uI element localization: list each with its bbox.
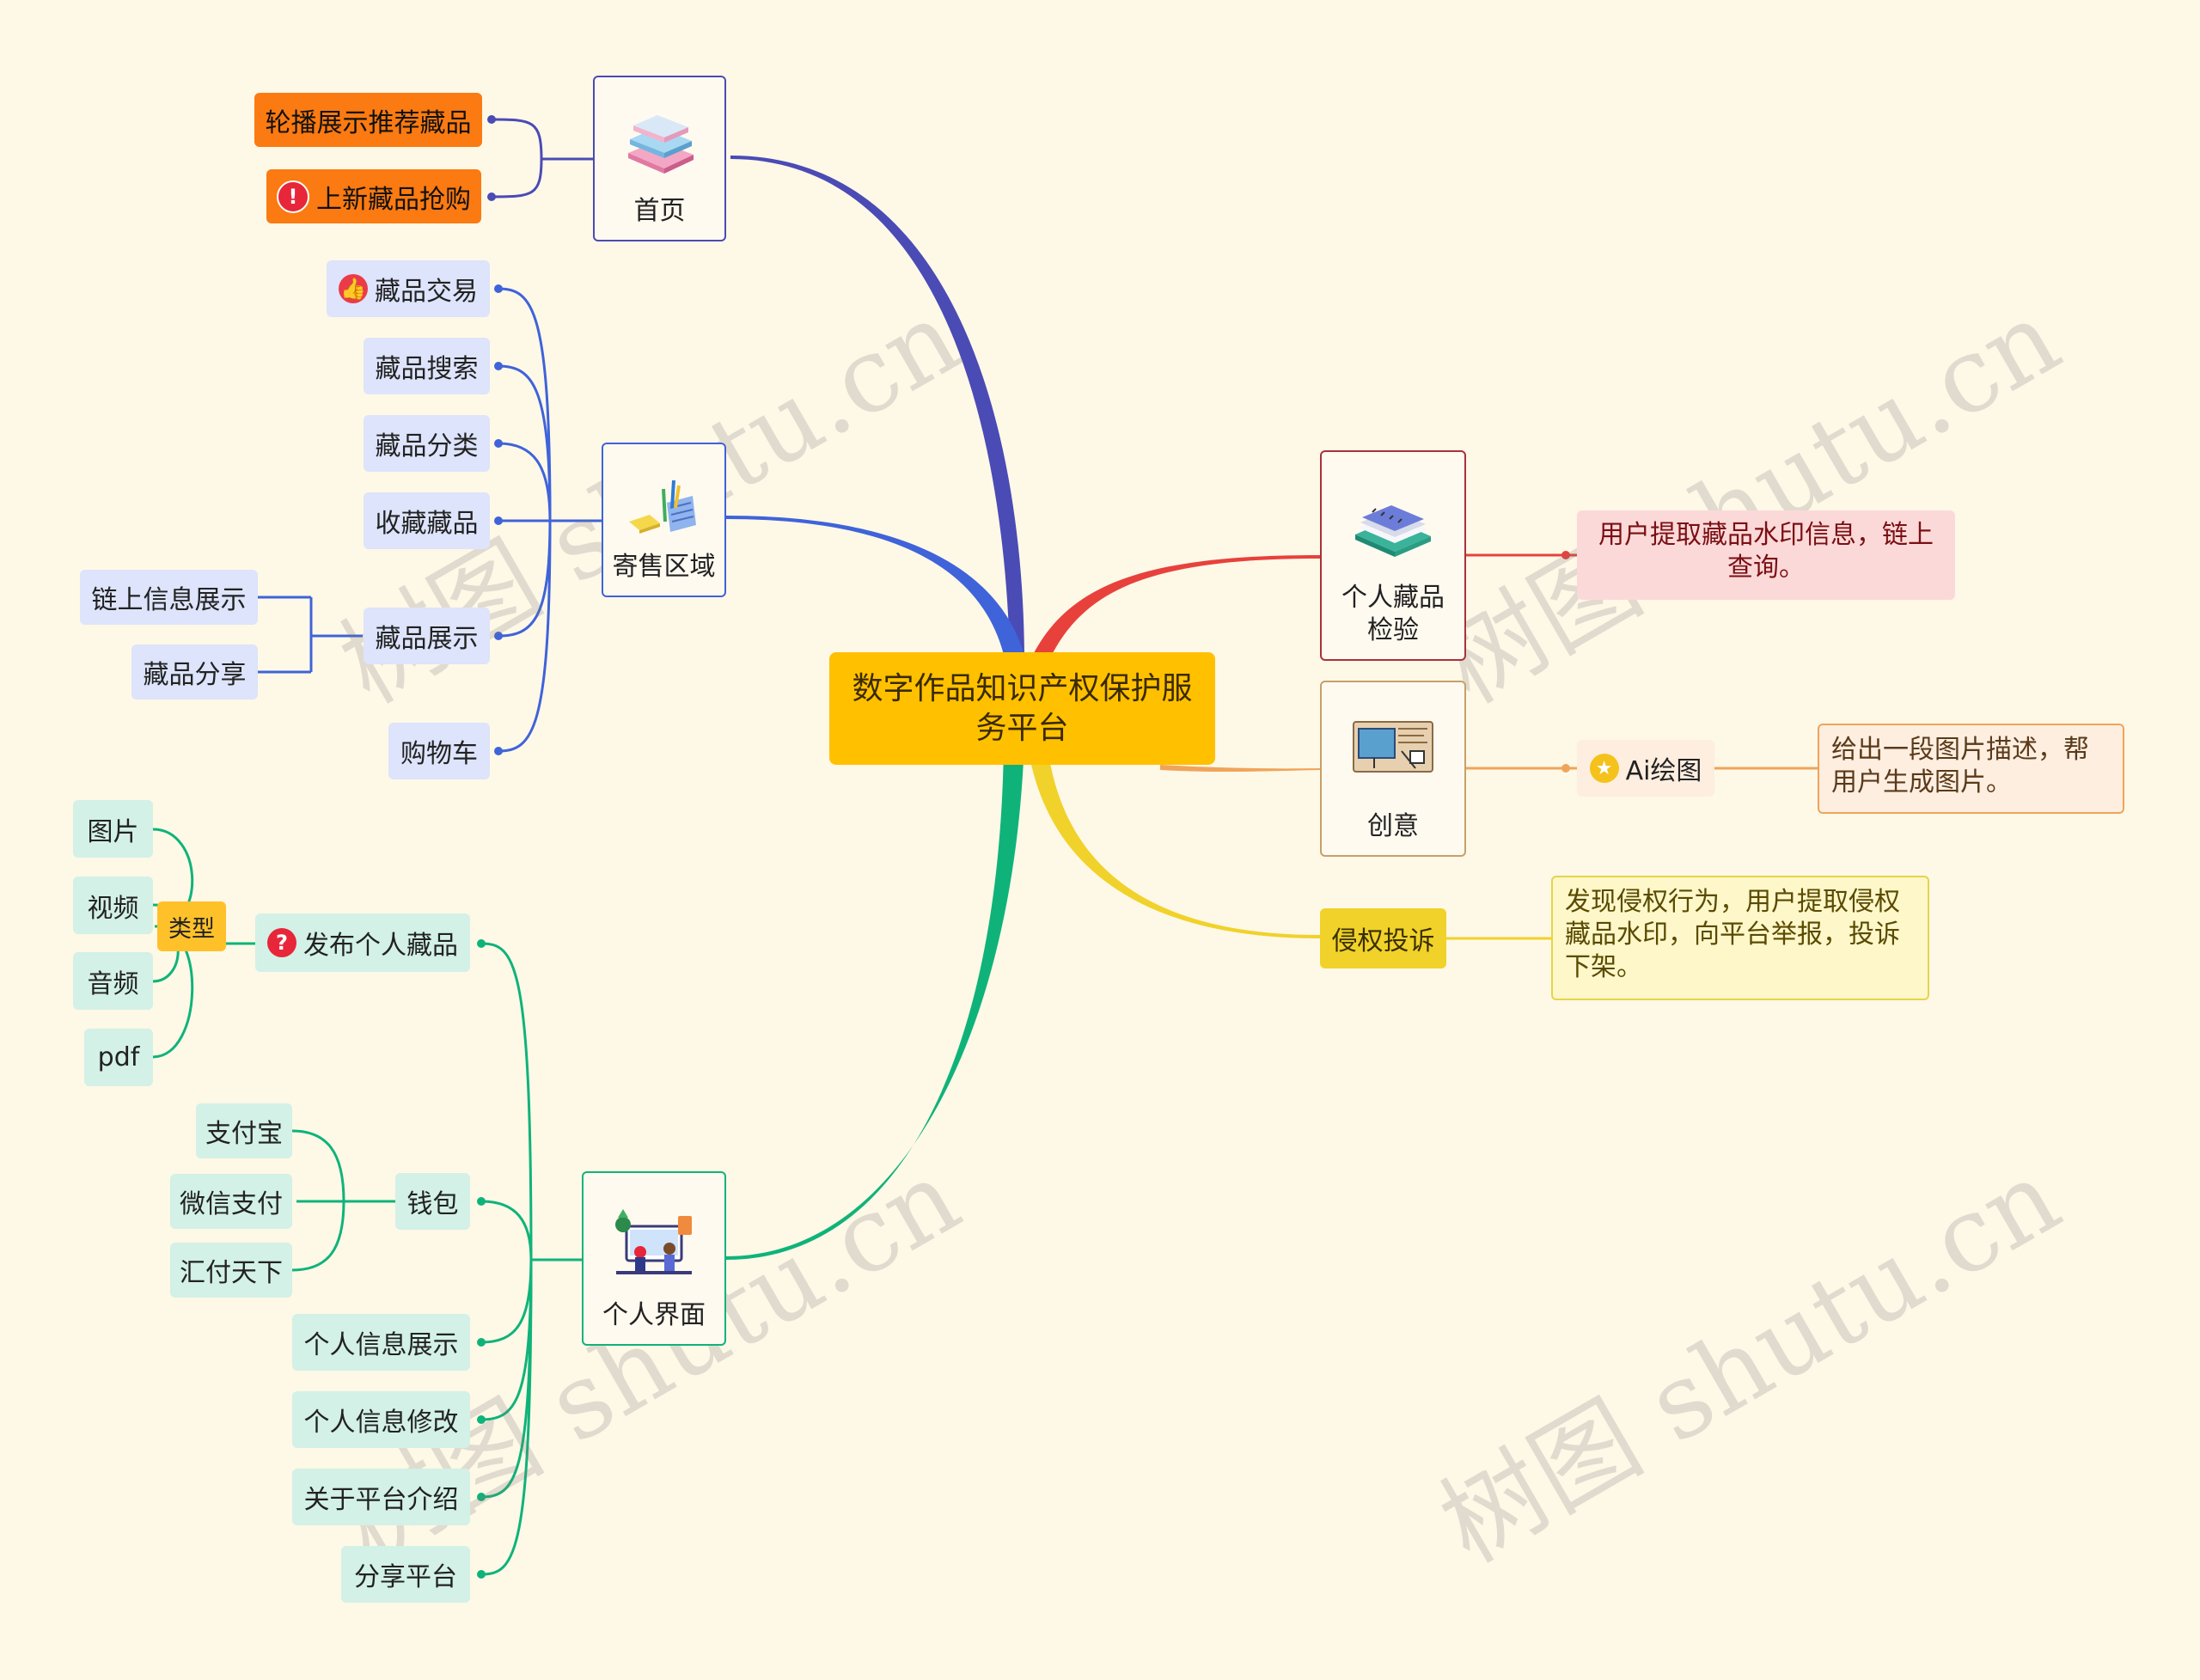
desk-tools-icon xyxy=(628,480,696,534)
consign-favorite-item[interactable]: 收藏藏品 xyxy=(364,492,490,549)
branch-personal-label: 个人界面 xyxy=(602,1300,706,1330)
wallet-wechat-pay-item[interactable]: 微信支付 xyxy=(170,1174,292,1229)
central-topic[interactable]: 数字作品知识产权保护服务平台 xyxy=(829,652,1215,765)
notebook-icon xyxy=(1355,505,1431,557)
consign-display-item[interactable]: 藏品展示 xyxy=(364,608,490,664)
personal-wallet-item[interactable]: 钱包 xyxy=(395,1173,470,1230)
thumbs-up-icon: 👍 xyxy=(339,274,368,303)
branch-inspect-line xyxy=(1030,555,1320,662)
consign-search-item[interactable]: 藏品搜索 xyxy=(364,338,490,394)
home-new-arrivals-item[interactable]: ! 上新藏品抢购 xyxy=(266,169,481,223)
exclamation-icon: ! xyxy=(277,180,309,213)
creative-note: 给出一段图片描述，帮用户生成图片。 xyxy=(1818,724,2124,814)
display-onchain-info-item[interactable]: 链上信息展示 xyxy=(80,570,258,625)
branch-personal[interactable]: 个人界面 xyxy=(582,1171,726,1346)
inspect-note: 用户提取藏品水印信息，链上查询。 xyxy=(1577,510,1955,600)
branch-creative-line xyxy=(1160,765,1320,773)
type-audio-item[interactable]: 音频 xyxy=(73,952,153,1010)
star-icon: ★ xyxy=(1589,754,1619,783)
branch-complaint[interactable]: 侵权投诉 xyxy=(1320,908,1446,968)
share-platform-item[interactable]: 分享平台 xyxy=(341,1546,470,1603)
creative-ai-drawing-item[interactable]: ★ Ai绘图 xyxy=(1577,740,1714,797)
branch-home-label: 首页 xyxy=(633,196,686,226)
type-video-item[interactable]: 视频 xyxy=(73,877,153,934)
complaint-note: 发现侵权行为，用户提取侵权藏品水印，向平台举报，投诉下架。 xyxy=(1551,876,1929,1000)
branch-home[interactable]: 首页 xyxy=(593,76,726,241)
type-image-item[interactable]: 图片 xyxy=(73,800,153,858)
branch-consign-label: 寄售区域 xyxy=(612,552,716,582)
home-carousel-item[interactable]: 轮播展示推荐藏品 xyxy=(254,93,482,147)
type-group-node[interactable]: 类型 xyxy=(157,901,226,951)
branch-personal-line xyxy=(726,741,1024,1260)
books-icon xyxy=(627,115,694,174)
branch-home-line xyxy=(730,156,1024,655)
branch-consign-line xyxy=(726,516,1024,655)
consign-category-item[interactable]: 藏品分类 xyxy=(364,415,490,472)
central-topic-label: 数字作品知识产权保护服务平台 xyxy=(852,670,1193,746)
branch-creative-label: 创意 xyxy=(1367,811,1419,841)
question-icon: ? xyxy=(267,928,296,957)
branch-consign[interactable]: 寄售区域 xyxy=(602,443,726,597)
workspace-icon xyxy=(615,1209,692,1274)
wallet-huifu-item[interactable]: 汇付天下 xyxy=(170,1243,292,1298)
branch-complaint-label: 侵权投诉 xyxy=(1331,926,1435,956)
type-pdf-item[interactable]: pdf xyxy=(84,1029,153,1086)
branch-creative[interactable]: 创意 xyxy=(1320,681,1466,857)
branch-inspect-label: 个人藏品检验 xyxy=(1341,583,1445,645)
personal-publish-item[interactable]: ? 发布个人藏品 xyxy=(255,913,470,972)
wallet-alipay-item[interactable]: 支付宝 xyxy=(196,1103,292,1158)
personal-info-edit-item[interactable]: 个人信息修改 xyxy=(292,1391,470,1448)
consign-cart-item[interactable]: 购物车 xyxy=(388,723,490,779)
consign-trade-item[interactable]: 👍 藏品交易 xyxy=(327,260,490,317)
display-share-item[interactable]: 藏品分享 xyxy=(131,645,258,699)
about-platform-item[interactable]: 关于平台介绍 xyxy=(292,1469,470,1525)
branch-inspect[interactable]: 个人藏品检验 xyxy=(1320,450,1466,661)
sketch-board-icon xyxy=(1353,721,1433,773)
personal-info-display-item[interactable]: 个人信息展示 xyxy=(292,1314,470,1371)
